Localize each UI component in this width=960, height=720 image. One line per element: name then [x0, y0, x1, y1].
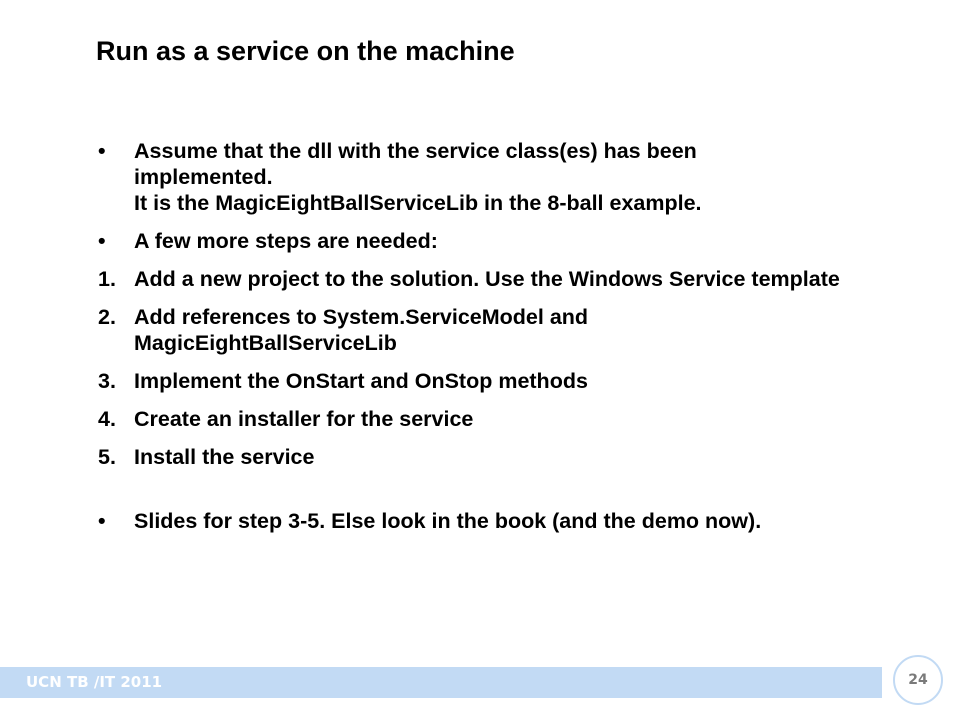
step-item-2: 2. Add references to System.ServiceModel… — [98, 304, 918, 356]
step-text: Add a new project to the solution. Use t… — [134, 267, 840, 291]
slide-title: Run as a service on the machine — [96, 36, 515, 66]
page-number-badge: 24 — [893, 655, 943, 705]
step-number: 1. — [98, 267, 116, 291]
step-item-1: 1. Add a new project to the solution. Us… — [98, 266, 918, 292]
bullet-marker: • — [98, 139, 106, 163]
footer-bar: UCN TB /IT 2011 — [0, 667, 882, 698]
step-number: 3. — [98, 369, 116, 393]
step-text: Install the service — [134, 445, 315, 469]
bullet-item-steps: • A few more steps are needed: — [98, 228, 918, 254]
bullet-line: It is the MagicEightBallServiceLib in th… — [134, 191, 702, 215]
slide-content: • Assume that the dll with the service c… — [98, 138, 918, 534]
footer-text: UCN TB /IT 2011 — [26, 673, 163, 691]
bullet-line: Slides for step 3-5. Else look in the bo… — [134, 509, 762, 533]
step-item-3: 3. Implement the OnStart and OnStop meth… — [98, 368, 918, 394]
bullet-line: A few more steps are needed: — [134, 229, 438, 253]
step-text: Create an installer for the service — [134, 407, 474, 431]
bullet-marker: • — [98, 509, 106, 533]
step-item-4: 4. Create an installer for the service — [98, 406, 918, 432]
bullet-marker: • — [98, 229, 106, 253]
page-number: 24 — [908, 672, 928, 688]
step-number: 4. — [98, 407, 116, 431]
step-text: Add references to System.ServiceModel an… — [134, 305, 589, 355]
step-number: 2. — [98, 305, 116, 329]
bullet-line: Assume that the dll with the service cla… — [134, 139, 697, 189]
bullet-item-dll: • Assume that the dll with the service c… — [98, 138, 918, 216]
step-text: Implement the OnStart and OnStop methods — [134, 369, 588, 393]
step-number: 5. — [98, 445, 116, 469]
bullet-item-slides: • Slides for step 3-5. Else look in the … — [98, 508, 918, 534]
step-item-5: 5. Install the service — [98, 444, 918, 470]
